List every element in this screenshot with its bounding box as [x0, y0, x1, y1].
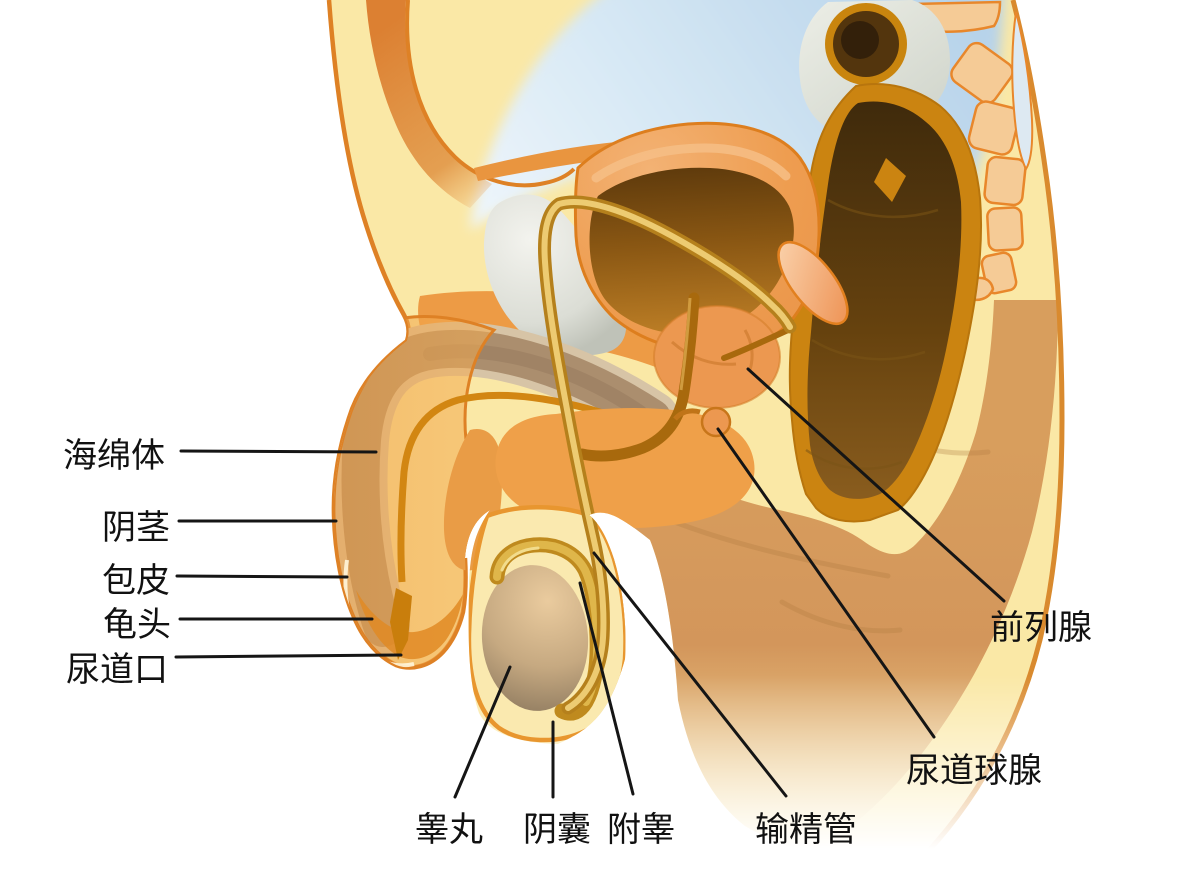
buttock-thigh — [594, 300, 1058, 848]
label-foreskin: 包皮 — [102, 562, 170, 600]
bladder-rim-highlight — [591, 143, 791, 183]
line-testis — [453, 665, 512, 799]
vertebra — [986, 206, 1024, 252]
urogenital-diaphragm — [495, 407, 755, 529]
bulbourethral-duct — [673, 408, 701, 421]
vertebra — [983, 155, 1027, 207]
line-foreskin — [175, 574, 349, 579]
label-scrotum: 阴囊 — [523, 811, 591, 849]
line-prostate — [746, 367, 1006, 603]
rectum-interior — [807, 101, 962, 499]
leader-lines — [174, 367, 1006, 799]
labels: 海绵体 阴茎 包皮 龟头 尿道口 睾丸 阴囊 附睾 输精管 前列腺 尿道球腺 — [63, 437, 1092, 849]
prostate-shape — [653, 305, 781, 409]
organs — [332, 0, 983, 743]
back-outline — [913, 0, 1065, 867]
line-bulbourethral — [716, 427, 936, 739]
label-vas-deferens: 输精管 — [755, 811, 857, 849]
ejaculatory-duct — [721, 327, 791, 361]
glans-shape — [356, 590, 463, 660]
line-epididymis — [578, 581, 635, 796]
label-corpus-cavernosum: 海绵体 — [63, 437, 165, 475]
label-epididymis: 附睾 — [607, 811, 675, 849]
label-glans: 龟头 — [103, 606, 171, 644]
line-corpus-cavernosum — [179, 449, 378, 454]
vertebra — [950, 41, 1014, 105]
rectum-folds — [805, 198, 939, 470]
vertebra — [967, 100, 1021, 156]
label-testis: 睾丸 — [415, 811, 483, 849]
label-urethral-opening: 尿道口 — [66, 651, 168, 689]
label-penis: 阴茎 — [102, 509, 170, 547]
line-urethral-opening — [174, 653, 403, 659]
seminal-vesicle — [777, 241, 849, 325]
rectal-fold — [874, 158, 906, 202]
urethra-highlight — [679, 297, 692, 391]
colon-opening-center — [841, 21, 879, 59]
abdominal-wall-inner-edge — [405, 0, 576, 188]
line-vas-deferens — [592, 551, 788, 798]
sacral-canal — [1011, 11, 1034, 172]
urethra-stem — [576, 292, 700, 462]
abdominal-muscle — [366, 0, 492, 208]
bulbourethral-gland-shape — [700, 406, 732, 438]
urethral-meatus-shape — [390, 588, 412, 660]
pubic-bone — [483, 194, 627, 356]
label-prostate: 前列腺 — [990, 609, 1092, 647]
vas-deferens-shape — [538, 195, 797, 715]
urethra-channel — [397, 391, 647, 583]
label-bulbourethral: 尿道球腺 — [906, 752, 1042, 790]
